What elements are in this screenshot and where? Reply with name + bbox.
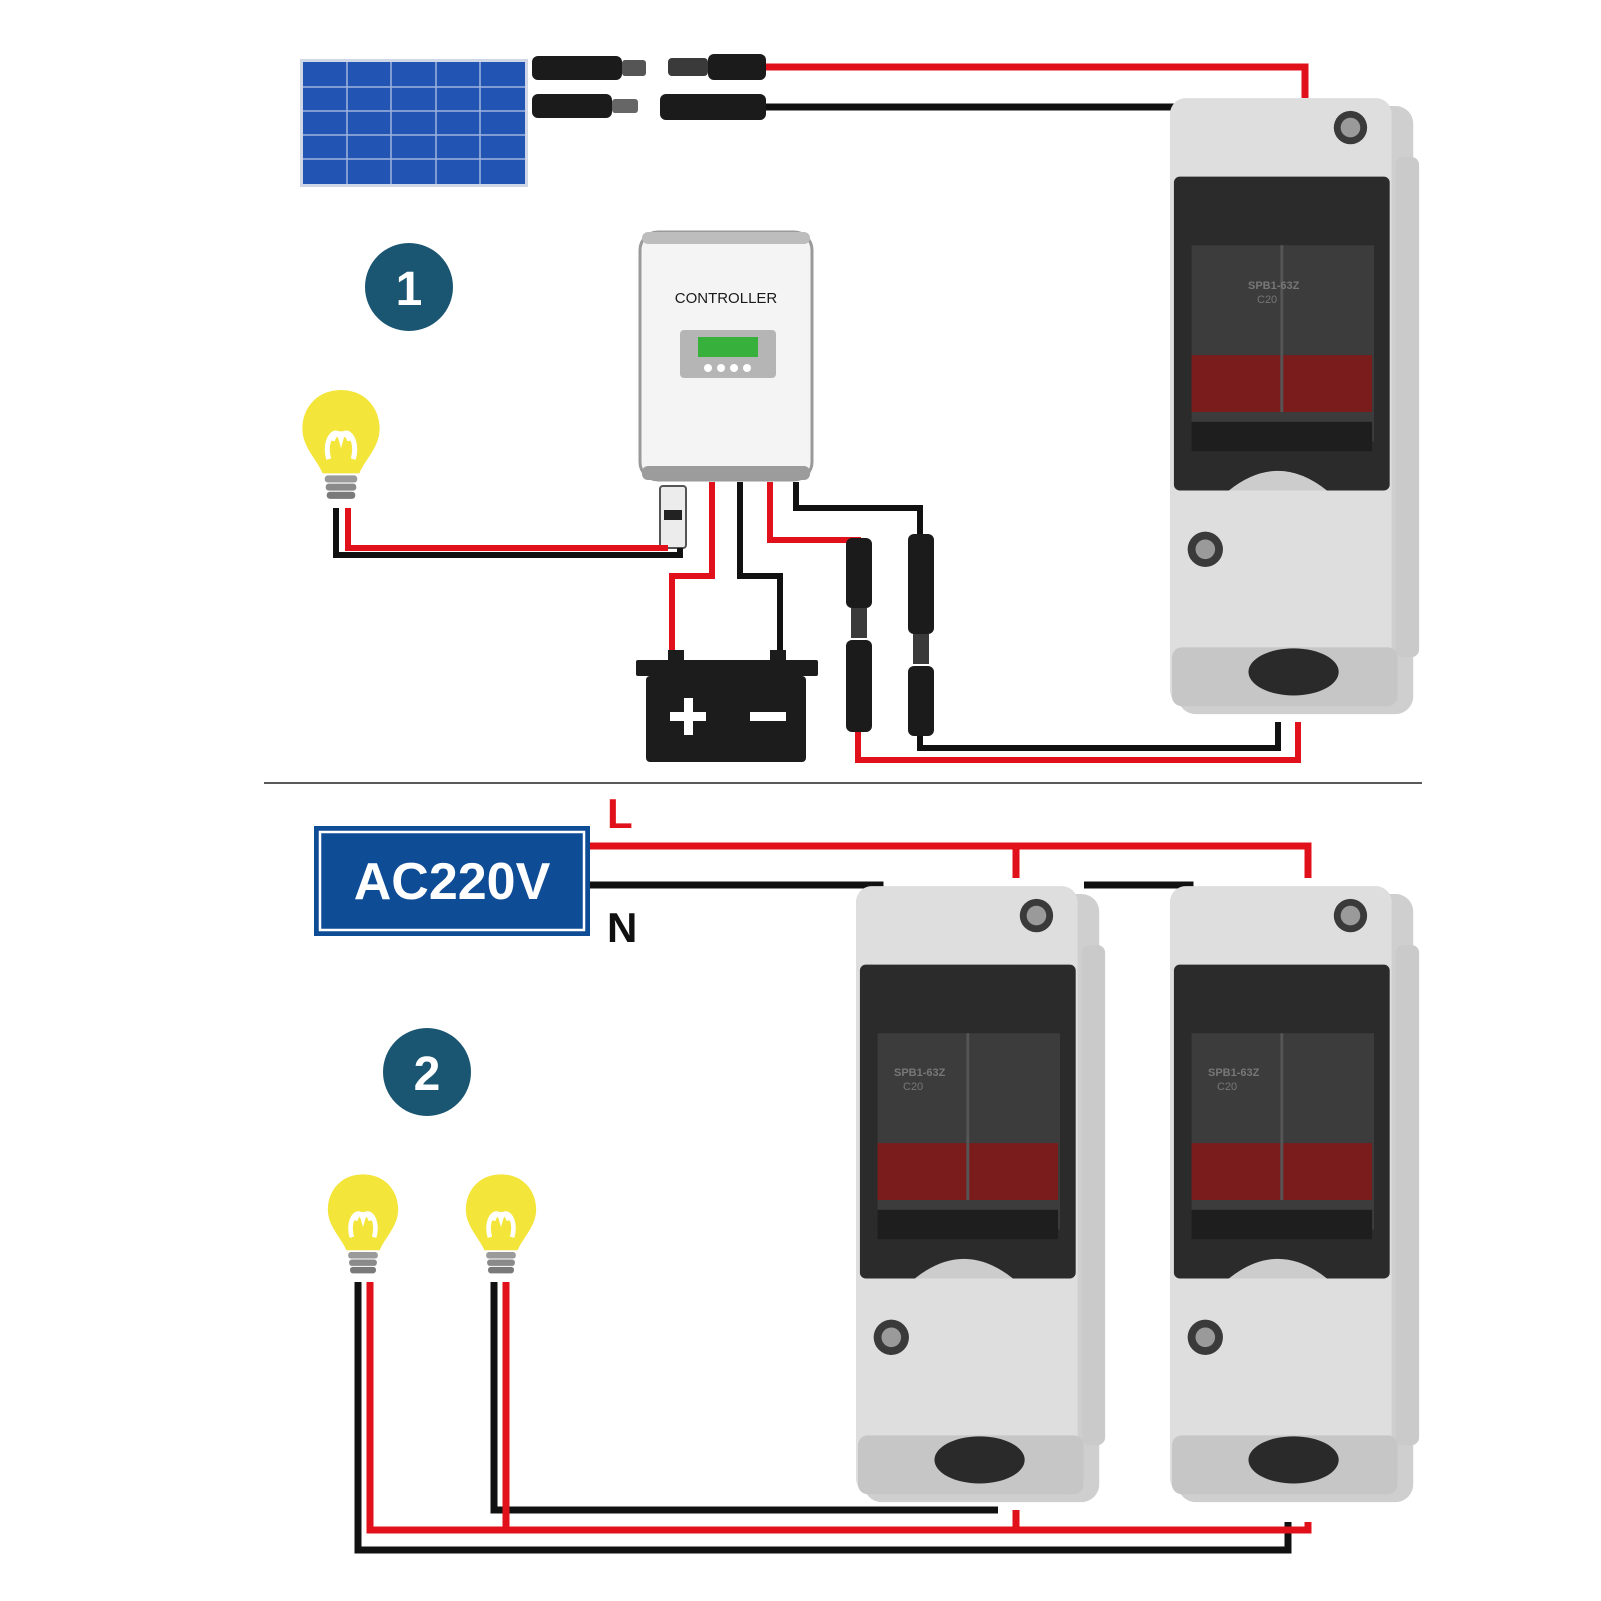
light-bulb-icon bbox=[328, 1174, 398, 1273]
load-wires bbox=[333, 508, 683, 558]
light-bulb-icon bbox=[302, 390, 379, 499]
neutral-label: N bbox=[607, 904, 637, 951]
breaker-enclosure-icon bbox=[1170, 884, 1421, 1504]
ac-source-label: AC220V bbox=[354, 853, 551, 911]
breaker-enclosure-icon bbox=[1170, 96, 1421, 716]
badge-2-label: 2 bbox=[414, 1048, 441, 1101]
controller-label: CONTROLLER bbox=[675, 290, 778, 307]
ac-mains-wires bbox=[590, 842, 1312, 890]
badge-1-label: 1 bbox=[396, 263, 423, 316]
battery-wires bbox=[669, 482, 783, 658]
solar-panel-icon bbox=[300, 59, 528, 187]
step-badge-1: 1 bbox=[365, 243, 453, 331]
step-badge-2: 2 bbox=[383, 1028, 471, 1116]
breaker-enclosure-icon bbox=[856, 884, 1107, 1504]
load-wires-2 bbox=[354, 1282, 1312, 1554]
line-label: L bbox=[607, 790, 633, 837]
charge-controller-icon: CONTROLLER bbox=[638, 230, 814, 482]
battery-icon bbox=[636, 650, 818, 762]
breaker-model-label: SPB1-63Z bbox=[1248, 280, 1300, 292]
breaker-model-label: SPB1-63Z bbox=[894, 1067, 946, 1079]
ac-source-box: AC220V bbox=[314, 826, 590, 936]
breaker-rating-label: C20 bbox=[903, 1081, 923, 1093]
mc4-connector-icon bbox=[846, 534, 934, 736]
breaker-rating-label: C20 bbox=[1257, 294, 1277, 306]
load-breaker-icon bbox=[659, 485, 687, 549]
breaker-rating-label: C20 bbox=[1217, 1081, 1237, 1093]
mc4-connector-icon bbox=[532, 54, 766, 120]
breaker-model-label: SPB1-63Z bbox=[1208, 1067, 1260, 1079]
light-bulb-icon bbox=[466, 1174, 536, 1273]
